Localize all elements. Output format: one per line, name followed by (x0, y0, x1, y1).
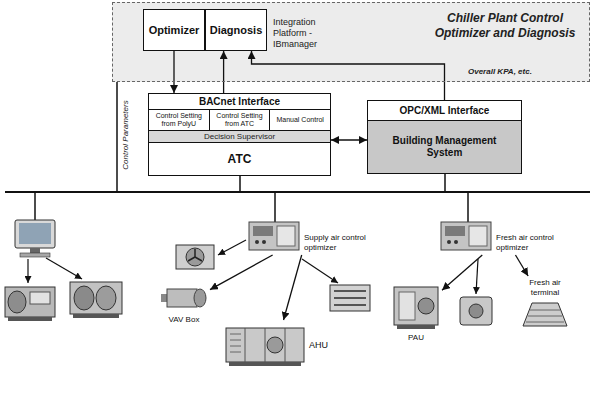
device-label: VAV Box (169, 315, 200, 325)
connector-arrow (331, 139, 367, 140)
controller-device: Supply air control optimizer (248, 219, 366, 253)
bms-box: Building Management System (368, 121, 521, 173)
module-name: Optimizer (149, 24, 200, 36)
supervisor-band: Decision Supervisor (149, 131, 330, 143)
device-label: PAU (408, 333, 424, 343)
module-box: Optimizer (143, 9, 205, 51)
device-label: Supply air control optimizer (304, 233, 366, 253)
equipment-picture (520, 300, 570, 330)
fan-icon (176, 245, 214, 269)
equipment-icon: PAU (392, 283, 440, 343)
connector-arrow (223, 51, 224, 93)
cell-text: Control Setting from ATC (211, 112, 269, 128)
device-label: Fresh air control optimizer (496, 233, 568, 253)
equipment-picture (225, 322, 305, 368)
atc-panel: BACnet InterfaceControl Setting from Pol… (148, 93, 331, 176)
region-title: Chiller Plant Control Optimizer and Diag… (429, 11, 581, 41)
setting-cell: Control Setting from ATC (210, 110, 271, 130)
equipment-picture (392, 283, 440, 331)
setting-cell: Control Setting from PolyU (149, 110, 210, 130)
equipment-icon: AHU (225, 322, 328, 368)
interface-title: OPC/XML Interface (368, 101, 521, 121)
cell-row: Building Management System (368, 121, 521, 173)
system-name: Building Management System (376, 135, 513, 159)
cell-text: Control Setting from PolyU (150, 112, 208, 128)
sensor-icon (460, 297, 492, 325)
equipment-picture (440, 219, 492, 253)
module-box: Diagnosis (205, 9, 267, 51)
cell-text: Manual Control (276, 116, 323, 124)
controller-device: Fresh air control optimizer (440, 219, 568, 253)
note-label: Overall KPA, etc. (468, 67, 532, 77)
connector-arrow (173, 51, 174, 93)
equipment-icon: Fresh air terminal (515, 278, 575, 330)
connector-arrow (284, 255, 302, 320)
connector-arrow (442, 255, 482, 290)
controller-name: ATC (149, 143, 330, 175)
device-label: Fresh air terminal (515, 278, 575, 298)
equipment-picture (248, 219, 300, 253)
module-name: Diagnosis (210, 24, 263, 36)
network-bus (5, 82, 590, 224)
wire-label: Control Parameters (121, 95, 131, 175)
equipment-picture (160, 283, 208, 313)
platform-ground (112, 2, 590, 82)
equipment-icon: VAV Box (160, 283, 208, 325)
setting-cell: Manual Control (270, 110, 330, 130)
damper-icon (330, 285, 370, 311)
computer-icon (15, 220, 55, 257)
connector-arrow (515, 255, 528, 276)
interface-title: BACnet Interface (149, 94, 330, 110)
cell-row: Control Setting from PolyUControl Settin… (149, 110, 330, 131)
connector-arrow (210, 255, 273, 290)
chiller-icon (5, 287, 55, 321)
platform-name: Integration Platform -IBmanager (273, 17, 345, 50)
bms-panel: OPC/XML InterfaceBuilding Management Sys… (367, 100, 522, 174)
chiller-icon (70, 282, 122, 318)
device-label: AHU (309, 340, 328, 351)
